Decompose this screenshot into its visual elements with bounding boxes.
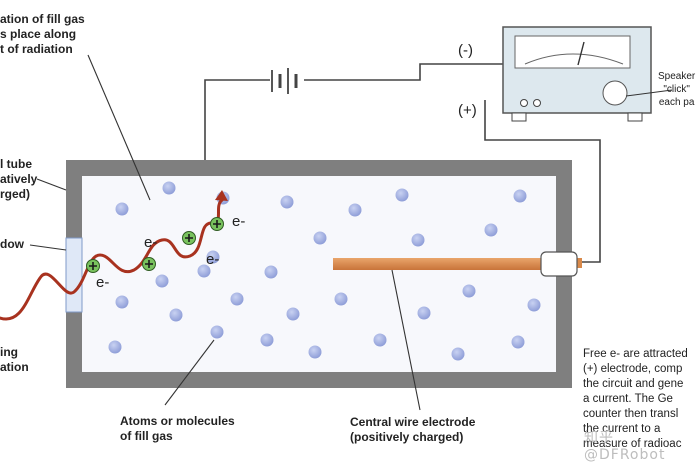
ionization-label: ation of fill gas s place along t of rad… xyxy=(0,12,85,56)
positive-terminal-label: (+) xyxy=(458,102,477,119)
atoms-label: Atoms or molecules of fill gas xyxy=(120,414,235,443)
electron-label: e- xyxy=(206,251,220,268)
electron-label: e- xyxy=(232,213,246,230)
circuit-wires xyxy=(204,63,601,263)
tube-label: l tube atively rged) xyxy=(0,157,38,201)
negative-terminal-label: (-) xyxy=(458,42,473,59)
incoming-radiation-label: ing ation xyxy=(0,345,29,374)
electron-label: e- xyxy=(144,234,158,251)
leader-lines xyxy=(29,54,421,411)
electrode-insulator xyxy=(540,251,578,277)
radiation-arrowhead xyxy=(215,190,228,201)
entry-window xyxy=(65,237,83,313)
counter-meter xyxy=(502,26,673,122)
window-label: dow xyxy=(0,237,24,251)
plus-ion-icon xyxy=(86,217,224,273)
watermark: 知乎 @DFRobot xyxy=(584,430,666,463)
central-wire-electrode xyxy=(333,258,549,270)
electron-label: e- xyxy=(96,274,110,291)
electrode-label: Central wire electrode (positively charg… xyxy=(350,415,476,444)
radiation-path xyxy=(0,198,224,321)
explanation-note: Free e- are attracted (+) electrode, com… xyxy=(583,348,688,450)
speaker-label: Speaker "click" each pa xyxy=(658,71,696,108)
speaker-icon xyxy=(602,80,628,106)
battery-symbol xyxy=(271,68,298,94)
gas-chamber xyxy=(82,176,556,372)
meter-needle xyxy=(524,53,624,65)
